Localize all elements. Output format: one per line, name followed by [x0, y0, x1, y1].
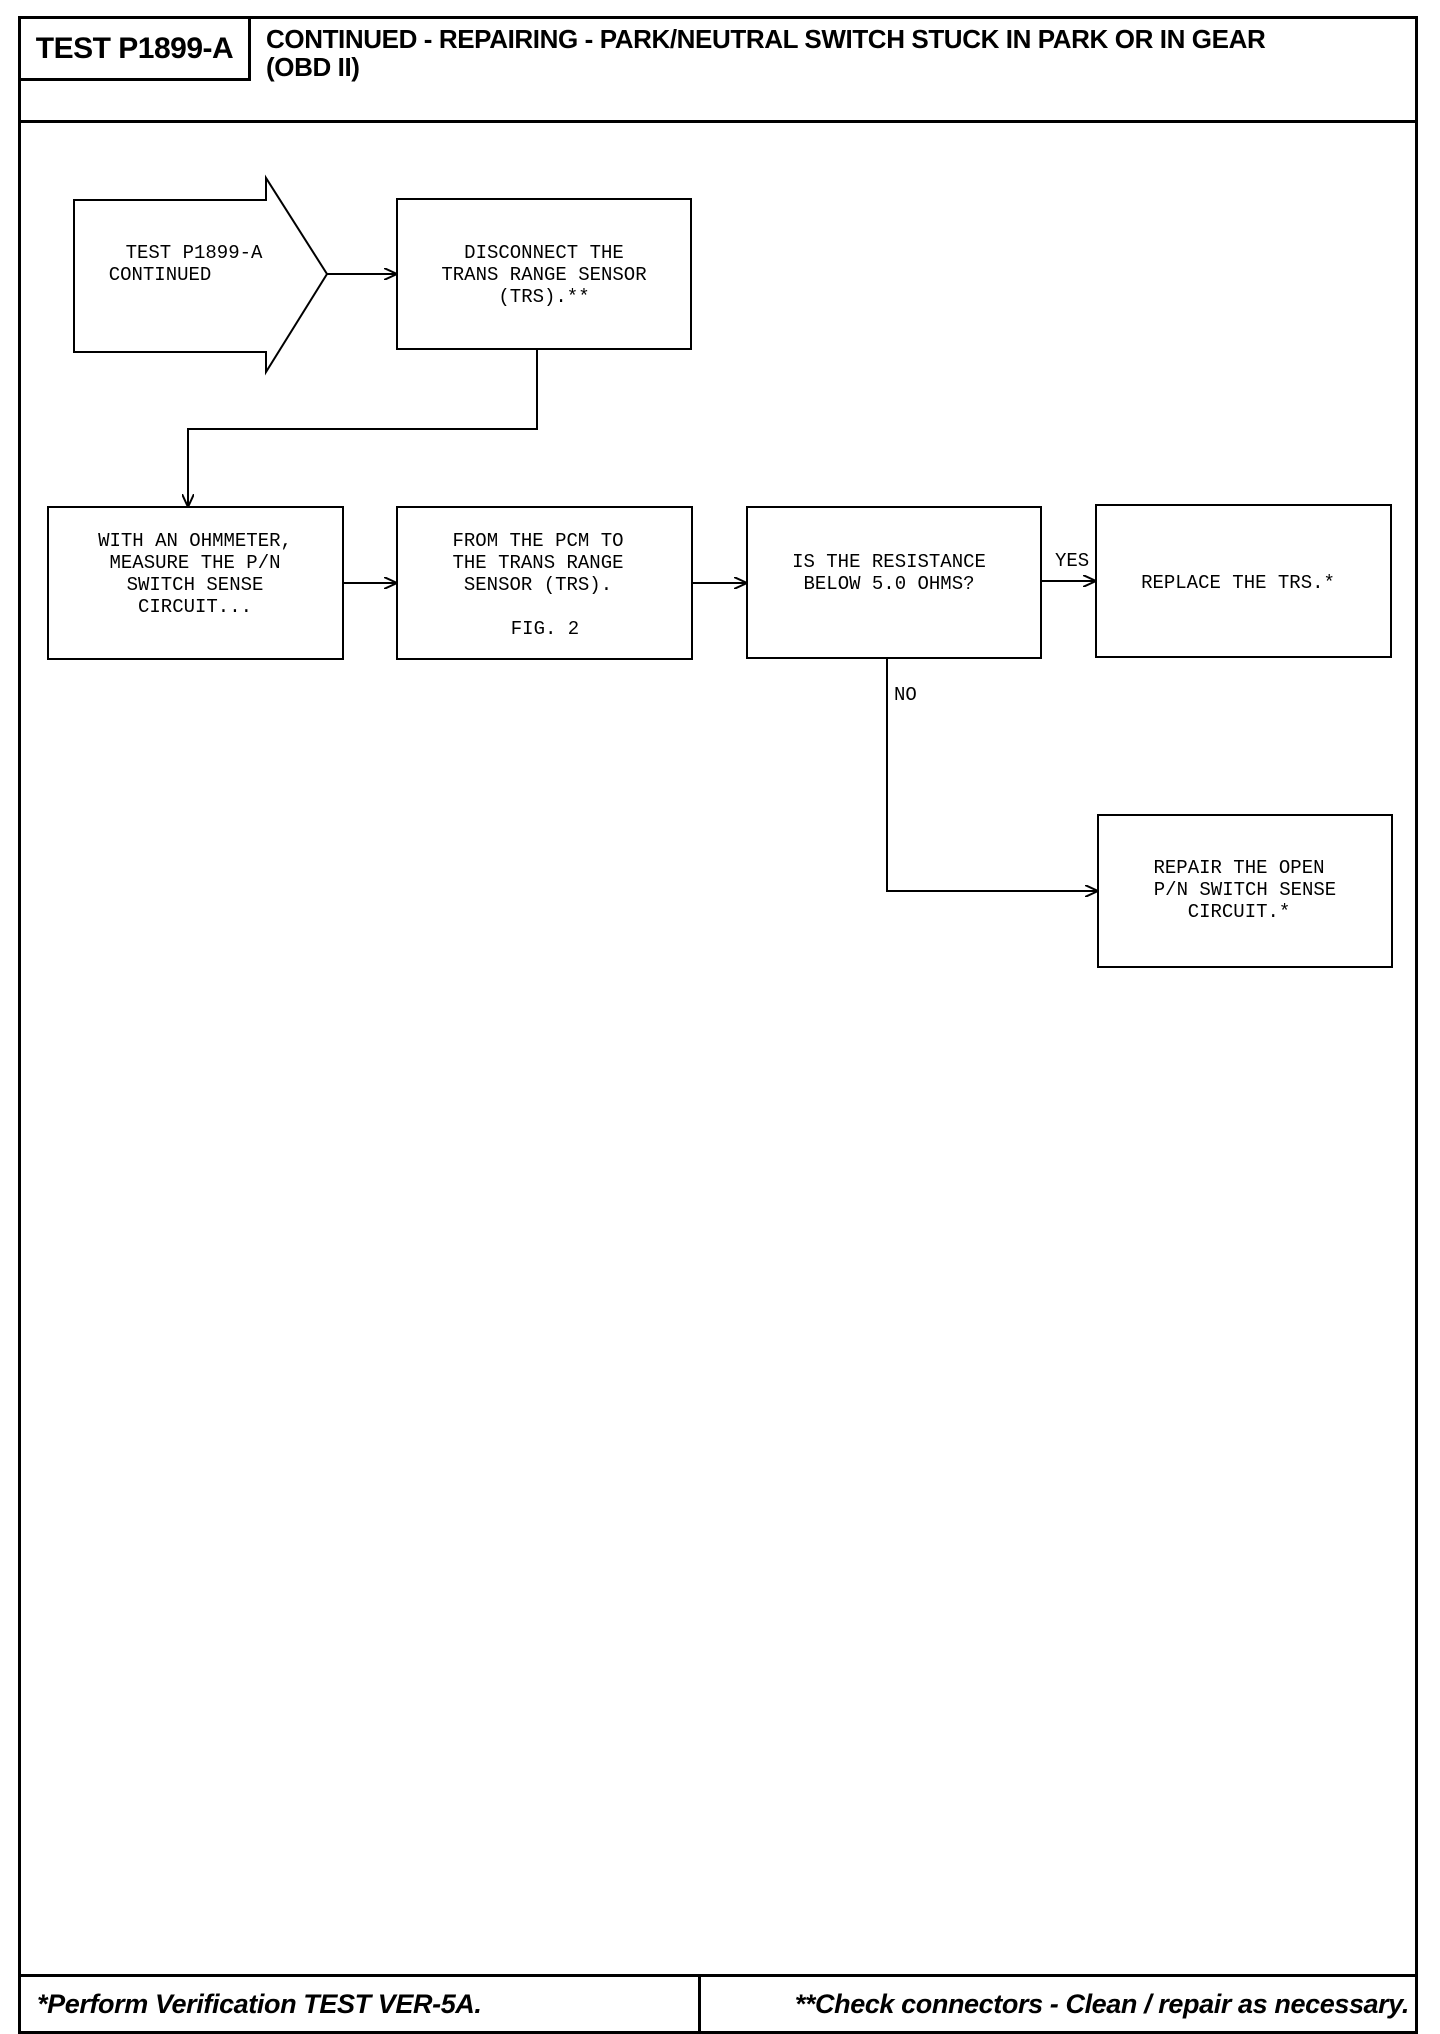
test-id-label: TEST P1899-A — [21, 19, 251, 81]
result-repair-open-circuit: REPAIR THE OPEN P/N SWITCH SENSE CIRCUIT… — [1097, 814, 1393, 968]
page-title: CONTINUED - REPAIRING - PARK/NEUTRAL SWI… — [266, 25, 1406, 81]
question-text-line-1: IS THE RESISTANCE — [792, 551, 986, 573]
footer: *Perform Verification TEST VER-5A. **Che… — [21, 1974, 1415, 2031]
step1-text-line-2: TRANS RANGE SENSOR — [441, 264, 646, 286]
question-text-line-2: BELOW 5.0 OHMS? — [803, 573, 974, 595]
arrow-step1-to-step2 — [188, 349, 538, 507]
step2-text-line-1: WITH AN OHMMETER, — [98, 530, 292, 552]
footer-connector-note: **Check connectors - Clean / repair as n… — [794, 1988, 1410, 2019]
no-result-text-line-3: CIRCUIT.* — [1188, 901, 1291, 923]
start-block-arrow: TEST P1899-A CONTINUED — [73, 174, 329, 376]
page-frame: TEST P1899-A CONTINUED - REPAIRING - PAR… — [18, 16, 1418, 2034]
no-result-text-line-1: REPAIR THE OPEN — [1153, 857, 1324, 879]
step3-text-line-2: THE TRANS RANGE — [452, 552, 623, 574]
step3-text-line-3: SENSOR (TRS). — [464, 574, 612, 596]
step3-text-line-1: FROM THE PCM TO — [452, 530, 623, 552]
arrow-no-branch — [886, 658, 1098, 891]
step-pcm-to-trs: FROM THE PCM TO THE TRANS RANGE SENSOR (… — [396, 506, 693, 660]
step1-text-line-1: DISCONNECT THE — [464, 242, 624, 264]
yes-result-text: REPLACE THE TRS.* — [1141, 572, 1335, 594]
step-disconnect-trs: DISCONNECT THE TRANS RANGE SENSOR (TRS).… — [396, 198, 692, 350]
step2-text-line-3: SWITCH SENSE — [127, 574, 264, 596]
step-measure-circuit: WITH AN OHMMETER, MEASURE THE P/N SWITCH… — [47, 506, 344, 660]
result-replace-trs: REPLACE THE TRS.* — [1095, 504, 1392, 658]
start-text-line-1: TEST P1899-A — [126, 242, 263, 264]
no-result-text-line-2: P/N SWITCH SENSE — [1154, 879, 1336, 901]
title-line-2: (OBD II) — [266, 52, 360, 82]
step3-figure-ref: FIG. 2 — [511, 618, 579, 640]
step1-text-line-3: (TRS).** — [498, 286, 589, 308]
title-line-1: CONTINUED - REPAIRING - PARK/NEUTRAL SWI… — [266, 24, 1266, 54]
decision-resistance-check: IS THE RESISTANCE BELOW 5.0 OHMS? — [746, 506, 1042, 659]
step2-text-line-4: CIRCUIT... — [138, 596, 252, 618]
step2-text-line-2: MEASURE THE P/N — [109, 552, 280, 574]
no-label: NO — [894, 684, 917, 706]
header: TEST P1899-A CONTINUED - REPAIRING - PAR… — [21, 19, 1415, 123]
footer-verification-note: *Perform Verification TEST VER-5A. — [21, 1977, 701, 2031]
yes-label: YES — [1055, 550, 1089, 572]
start-text-line-2: CONTINUED — [109, 264, 212, 286]
